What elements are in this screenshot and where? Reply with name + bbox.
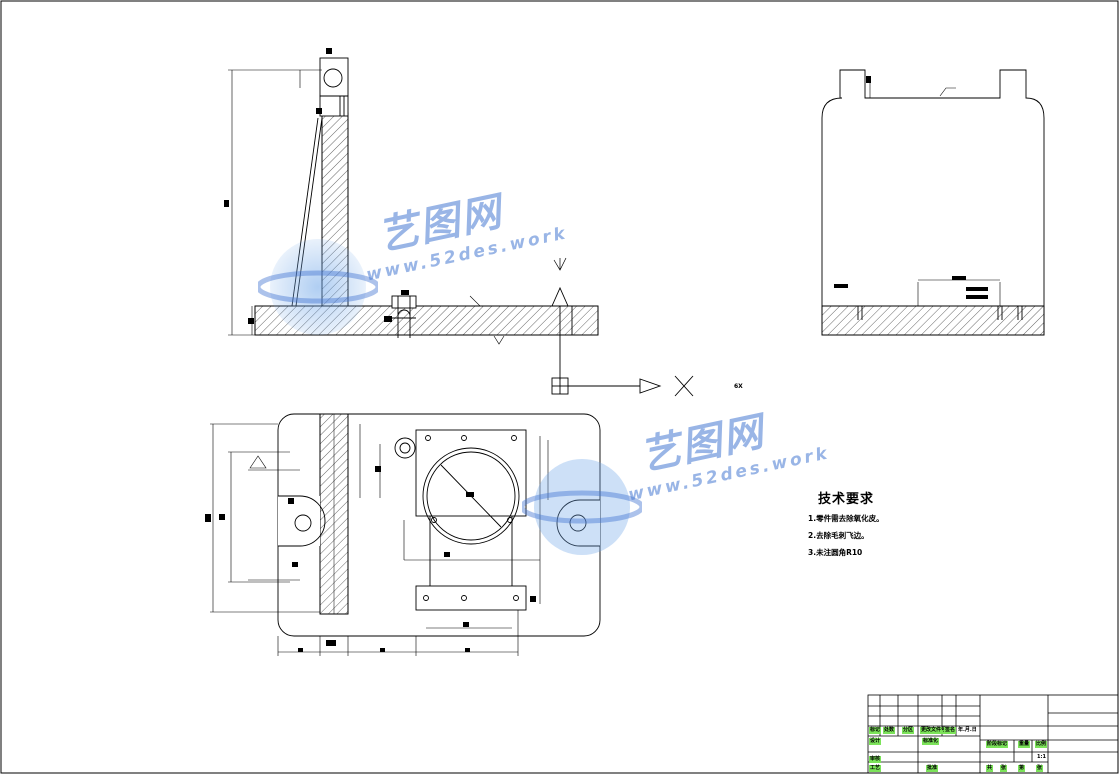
technical-requirements: 技术要求 1.零件需去除氧化皮。 2.去除毛刺飞边。 3.未注圆角R10 xyxy=(808,488,1008,558)
tb-label: 处数 xyxy=(883,727,896,734)
tb-scale: 1:1 xyxy=(1037,754,1046,760)
tb-label: 年.月.日 xyxy=(958,727,977,733)
tech-requirement-item: 2.去除毛刺飞边。 xyxy=(808,531,869,540)
tb-label: 标记 xyxy=(869,727,882,734)
tb-label: 重量 xyxy=(1018,741,1031,748)
tb-label: 工艺 xyxy=(869,765,882,772)
side-label: 6X xyxy=(734,383,743,390)
tb-label: 阶段标记 xyxy=(986,741,1009,748)
tech-requirement-item: 3.未注圆角R10 xyxy=(808,548,863,557)
tb-label: 审核 xyxy=(869,756,882,763)
tech-requirements-title: 技术要求 xyxy=(818,492,875,507)
projection-symbol xyxy=(551,335,694,397)
tb-label: 张 xyxy=(1036,765,1044,772)
tb-label: 比例 xyxy=(1035,741,1048,748)
tb-label: 共 xyxy=(986,765,994,772)
tb-label: 分区 xyxy=(902,727,915,734)
side-view xyxy=(821,69,1045,336)
top-view xyxy=(205,413,601,656)
tb-label: 更改文件号 xyxy=(920,727,948,734)
tb-label: 批准 xyxy=(926,765,939,772)
tb-label: 设计 xyxy=(869,738,882,745)
tb-label: 签名 xyxy=(944,727,957,734)
tech-requirement-item: 1.零件需去除氧化皮。 xyxy=(808,514,884,523)
tb-label: 标准化 xyxy=(922,738,940,745)
front-section-view xyxy=(224,48,599,345)
tb-label: 张 xyxy=(1000,765,1008,772)
tb-label: 第 xyxy=(1018,765,1026,772)
title-block xyxy=(867,694,1119,774)
